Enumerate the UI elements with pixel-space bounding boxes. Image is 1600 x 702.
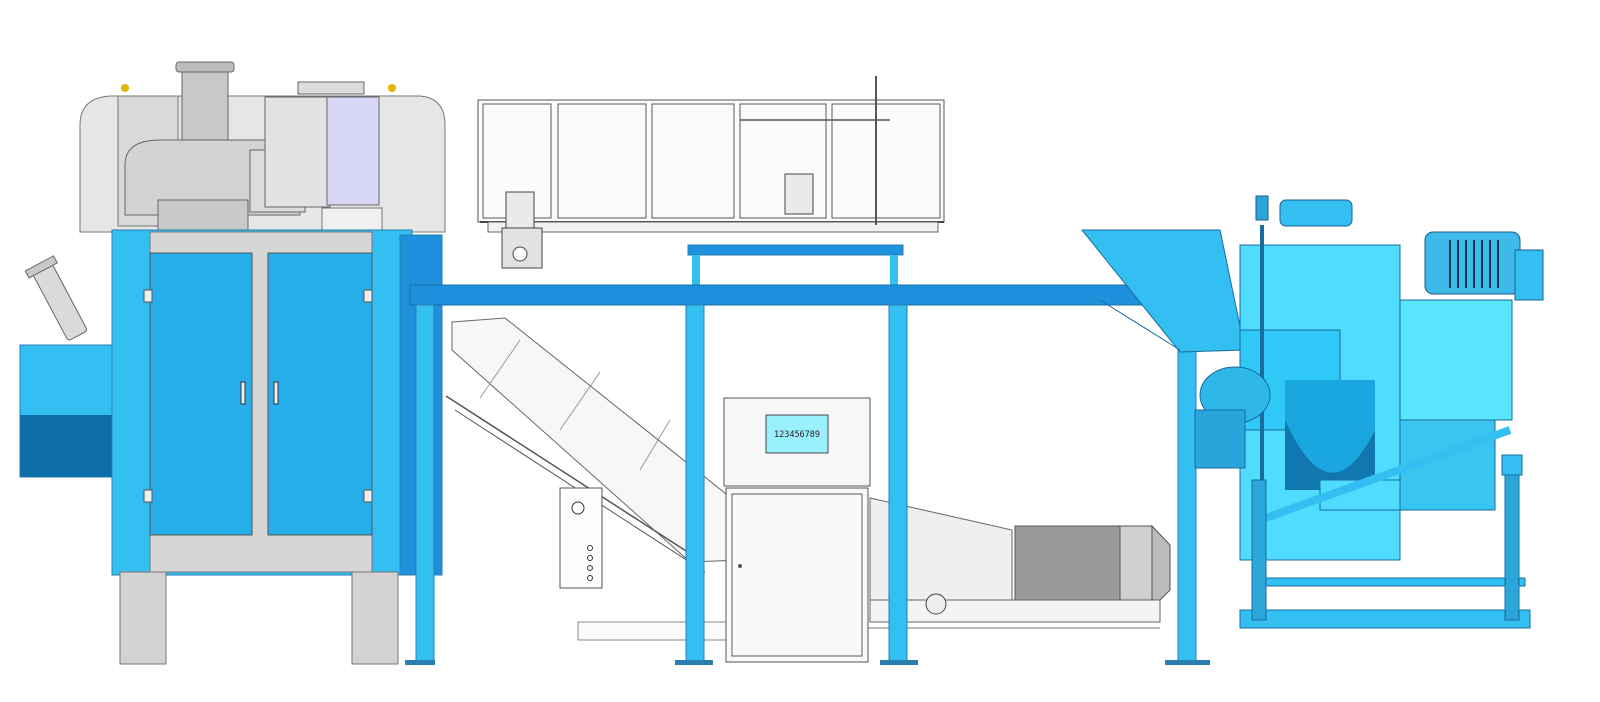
left-motor xyxy=(181,67,229,149)
frame-column-3 xyxy=(888,304,908,664)
frame-column-2 xyxy=(685,304,705,664)
right-top-cylinder xyxy=(1279,199,1353,227)
left-window xyxy=(326,96,380,206)
left-leg-2 xyxy=(351,571,399,665)
frame-column-1 xyxy=(415,304,435,664)
top-motor-1 xyxy=(505,191,535,229)
left-leg-1 xyxy=(119,571,167,665)
left-cylinder xyxy=(24,255,88,341)
support-frame xyxy=(405,284,1210,665)
hmi-screen xyxy=(765,414,829,454)
frame-top-beam xyxy=(409,284,1204,306)
control-box xyxy=(559,487,603,589)
gray-hopper xyxy=(1014,525,1124,609)
right-machine xyxy=(1080,195,1544,629)
hmi-readout: 123456789 xyxy=(774,430,820,440)
top-conveyor xyxy=(477,76,945,285)
left-cabinet-door-left xyxy=(149,252,253,536)
frame-column-4 xyxy=(1177,304,1197,664)
right-motor xyxy=(1424,231,1544,301)
left-machine xyxy=(19,61,446,665)
top-motor-2 xyxy=(784,173,814,215)
control-cabinet: 123456789 xyxy=(723,397,871,663)
left-cabinet-door-right xyxy=(267,252,373,536)
